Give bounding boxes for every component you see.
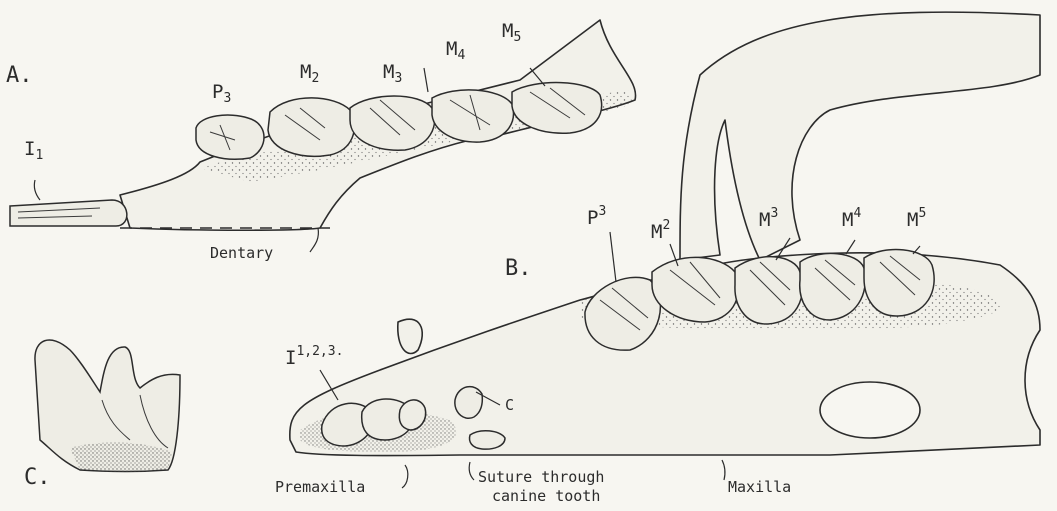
- panel-c-tooth-drawing: [35, 340, 180, 472]
- tooth-label-p3-upper: P3: [587, 205, 606, 228]
- tooth-label-m3-upper: M3: [759, 207, 778, 230]
- tooth-label-m5-upper: M5: [907, 207, 926, 230]
- tooth-label-i1-lower: I1: [24, 140, 43, 162]
- tooth-label-m4-lower: M4: [446, 40, 465, 62]
- maxilla-label: Maxilla: [728, 480, 791, 495]
- tooth-label-m2-lower: M2: [300, 63, 319, 85]
- suture-label-line-2: canine tooth: [492, 489, 600, 504]
- panel-a-cheek-teeth: [196, 83, 602, 160]
- incisor-label: I1,2,3.: [285, 345, 343, 368]
- suture-label-line-1: Suture through: [478, 470, 604, 485]
- panel-b-letter: B.: [505, 258, 532, 280]
- panel-b-skull-drawing: [290, 12, 1040, 488]
- tooth-label-m4-upper: M4: [842, 207, 861, 230]
- premaxilla-label: Premaxilla: [275, 480, 365, 495]
- tooth-label-m2-upper: M2: [651, 219, 670, 242]
- tooth-label-p3-lower: P3: [212, 83, 231, 105]
- panel-c-letter: C.: [24, 467, 51, 489]
- canine-label: C: [505, 398, 514, 413]
- panel-a-letter: A.: [6, 65, 33, 87]
- tooth-label-m3-lower: M3: [383, 63, 402, 85]
- dentary-label: Dentary: [210, 246, 273, 261]
- tooth-label-m5-lower: M5: [502, 22, 521, 44]
- panel-a-dentary-drawing: [10, 20, 636, 252]
